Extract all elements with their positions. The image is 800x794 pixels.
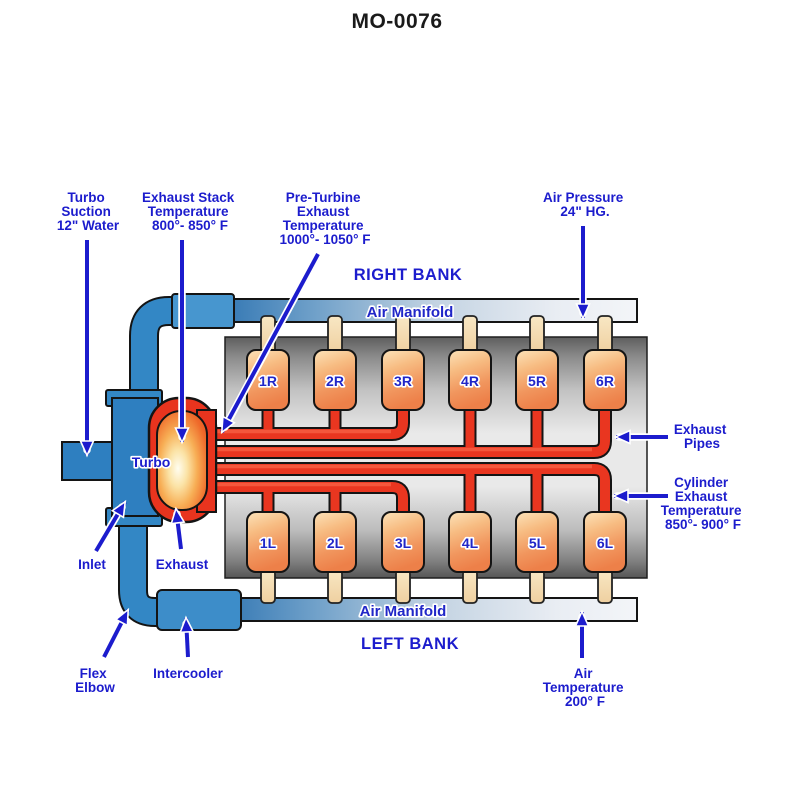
intake-stem-5l: [529, 569, 545, 604]
cylinder-4l: [448, 511, 492, 573]
air-manifold-bottom-label: Air Manifold: [360, 603, 447, 620]
cylinder-label-6l: 6L: [597, 535, 614, 551]
cylinder-6l: [583, 511, 627, 573]
cylinder-label-3r: 3R: [394, 373, 412, 389]
turbo-label: Turbo: [132, 454, 171, 470]
cylinder-label-1r: 1R: [259, 373, 277, 389]
turbo-suction-label: Turbo Suction 12" Water: [57, 190, 120, 233]
exhaust-label: Exhaust: [156, 557, 209, 572]
cylinder-4r: [448, 349, 492, 411]
inlet-arrow: [94, 499, 127, 553]
cylinders: 1R 2R 3R 4R 5R 6R 1L 2L 3L 4L 5L 6L: [246, 349, 627, 573]
pre-turbine-label: Pre-Turbine Exhaust Temperature 1000°- 1…: [279, 190, 370, 247]
cylinder-label-3l: 3L: [395, 535, 412, 551]
exhaust-stack-label: Exhaust Stack Temperature 800°- 850° F: [142, 190, 238, 233]
cylinder-label-6r: 6R: [596, 373, 614, 389]
left-bank-label: LEFT BANK: [361, 635, 459, 653]
intake-stem-5r: [529, 315, 545, 354]
cylinder-2l: [313, 511, 357, 573]
cylinder-5l: [515, 511, 559, 573]
intake-stem-3r: [395, 315, 411, 354]
exhaust-pipe-cores: [213, 409, 610, 515]
cylinder-2r: [313, 349, 357, 411]
cylinder-3l: [381, 511, 425, 573]
intake-stem-2r: [327, 315, 343, 354]
cylinder-exhaust-label: Cylinder Exhaust Temperature 850°- 900° …: [661, 475, 746, 532]
intake-stem-2l: [327, 569, 343, 604]
callout-labels: Turbo Suction 12" Water Exhaust Stack Te…: [57, 190, 746, 709]
intake-stem-3l: [395, 569, 411, 604]
cylinder-label-2r: 2R: [326, 373, 344, 389]
callout-arrows: [79, 222, 672, 662]
intake-stem-6l: [597, 569, 613, 604]
right-bank-label: RIGHT BANK: [354, 266, 463, 284]
flex-elbow-pipe: [120, 516, 237, 625]
intake-stem-4r: [462, 315, 478, 354]
exhaust-pipe-core: [213, 464, 610, 515]
air-temperature-label: Air Temperature 200° F: [543, 666, 628, 709]
cylinder-label-2l: 2L: [327, 535, 344, 551]
exhaust-pipe-core: [213, 482, 408, 515]
pre-turbine-arrow: [220, 253, 320, 435]
intercooler: [156, 589, 242, 631]
cylinder-6r: [583, 349, 627, 411]
intake-stem-1l: [260, 569, 276, 604]
air-pressure-label: Air Pressure 24" HG.: [543, 190, 627, 219]
air-manifold-top-label: Air Manifold: [367, 304, 454, 321]
cylinder-5r: [515, 349, 559, 411]
exhaust-pipes: [213, 409, 612, 515]
flex-elbow-label: Flex Elbow: [75, 666, 115, 695]
inlet-label: Inlet: [78, 557, 106, 572]
intake-stem-4l: [462, 569, 478, 604]
flex-elbow-arrow: [102, 607, 130, 658]
cylinder-label-5r: 5R: [528, 373, 546, 389]
exhaust-pipe-core: [213, 409, 610, 457]
intake-stem-6r: [597, 315, 613, 354]
exhaust-arrow: [170, 506, 186, 550]
exhaust-pipes-label: Exhaust Pipes: [674, 422, 730, 451]
cylinder-label-4l: 4L: [462, 535, 479, 551]
intercooler-arrow: [179, 615, 195, 658]
intake-stems: [260, 315, 613, 604]
exhaust-pipe-core: [213, 409, 408, 439]
turbo-top-pipe: [131, 298, 233, 424]
cylinder-label-1l: 1L: [260, 535, 277, 551]
turbo-assembly: Turbo: [61, 293, 242, 631]
cylinder-label-5l: 5L: [529, 535, 546, 551]
cylinder-3r: [381, 349, 425, 411]
cylinder-1l: [246, 511, 290, 573]
cylinder-label-4r: 4R: [461, 373, 479, 389]
page-title: MO-0076: [351, 10, 442, 33]
intercooler-label: Intercooler: [153, 666, 224, 681]
pipe-coupling-sleeve: [171, 293, 235, 329]
